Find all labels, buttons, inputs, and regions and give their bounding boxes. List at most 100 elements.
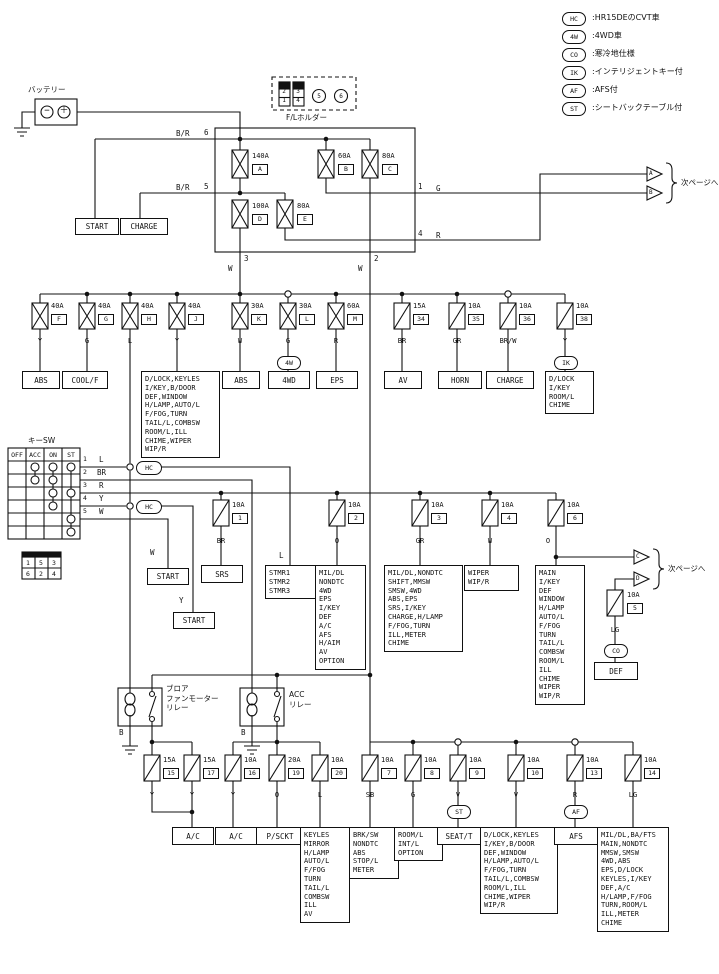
load-av: AV: [384, 371, 422, 389]
fl-out1-color: G: [436, 184, 441, 193]
load-cool-f: COOL/F: [62, 371, 108, 389]
legend-desc-hc: :HR15DEのCVT車: [592, 13, 660, 22]
load-afs: AFS: [554, 827, 598, 845]
fuse-35-id: 35: [468, 314, 484, 325]
fl-link-a-id: A: [252, 164, 268, 175]
wire-35-color: GR: [452, 337, 462, 345]
legend-desc-ik: :インテリジェントキー付: [592, 67, 683, 76]
load-eps: EPS: [316, 371, 358, 389]
fuse-3-amp: 10A: [431, 501, 444, 509]
wire-br5-color: B/R: [176, 183, 190, 192]
next-page-arrow-b: B: [649, 189, 653, 196]
fuse-5-amp: 10A: [627, 591, 640, 599]
fl-pin-1: 1: [282, 97, 286, 104]
wire-br5-num: 5: [204, 182, 209, 191]
fuse-7-id: 7: [381, 768, 397, 779]
fl-link-c-id: C: [382, 164, 398, 175]
fuse-f-amp: 40A: [51, 302, 64, 310]
next-page-arrow-a: A: [649, 170, 653, 177]
fl-pin-5: 5: [317, 93, 321, 100]
wire-36-color: BR/W: [499, 337, 517, 345]
acc-relay-label: ACC リレー: [289, 690, 312, 709]
option-oval-4w: 4W: [277, 356, 301, 370]
wire-5-color: LG: [610, 626, 620, 634]
fuse-4-id: 4: [501, 513, 517, 524]
legend-tag-hc: HC: [562, 12, 586, 26]
fuse-j-id: J: [188, 314, 204, 325]
fuse-34-id: 34: [413, 314, 429, 325]
keyswitch-pin-1: 1: [26, 559, 30, 567]
fuse-34-amp: 15A: [413, 302, 426, 310]
fuse-17-amp: 15A: [203, 756, 216, 764]
next-page-label-1: 次ページへ: [681, 178, 719, 187]
wire-k-color: W: [237, 337, 243, 345]
load-list-j: D/LOCK,KEYLES I/KEY,B/DOOR DEF,WINDOW H/…: [141, 371, 220, 459]
fuse-20-id: 20: [331, 768, 347, 779]
load-start-1: START: [75, 218, 119, 235]
wire-br6-num: 6: [204, 128, 209, 137]
load-psckt: P/SCKT: [256, 827, 304, 845]
wire-g-color: G: [84, 337, 90, 345]
fuse-10-amp: 10A: [527, 756, 540, 764]
fuse-m-amp: 60A: [347, 302, 360, 310]
legend-tag-4w: 4W: [562, 30, 586, 44]
keyswitch-wire2-color: BR: [97, 468, 107, 477]
keyswitch-wire4-color: Y: [99, 494, 104, 503]
keyswitch-col-acc: ACC: [29, 451, 41, 459]
fuse-38-amp: 10A: [576, 302, 589, 310]
wire-m-color: R: [333, 337, 339, 345]
fuse-9-id: 9: [469, 768, 485, 779]
blower-relay-ground-wire: B: [119, 728, 124, 737]
fl-link-e-amp: 80A: [297, 202, 310, 210]
fuse-g-id: G: [98, 314, 114, 325]
keyswitch-wire3-num: 3: [83, 481, 87, 489]
fuse-h-id: H: [141, 314, 157, 325]
fuse-l-id: L: [299, 314, 315, 325]
wire-br6-color: B/R: [176, 129, 190, 138]
wire-h-color: L: [127, 337, 133, 345]
load-4wd: 4WD: [268, 371, 310, 389]
option-oval-ik: IK: [554, 356, 578, 370]
fuse-g-amp: 40A: [98, 302, 111, 310]
fuse-7-amp: 10A: [381, 756, 394, 764]
fl-link-c-amp: 80A: [382, 152, 395, 160]
fl-out2-num: 2: [374, 254, 379, 263]
fuse-38-id: 38: [576, 314, 592, 325]
wire-9-color: V: [455, 791, 461, 799]
keyswitch-pin-6: 6: [26, 570, 30, 578]
wire-f-color: Y: [37, 337, 43, 345]
load-start-2: START: [147, 568, 189, 585]
wire-13-color: R: [572, 791, 578, 799]
fuse-15-id: 15: [163, 768, 179, 779]
battery-label: バッテリー: [28, 85, 66, 94]
keyswitch-wire1-num: 1: [83, 455, 87, 463]
fl-out2-color: W: [358, 264, 363, 273]
acc-relay-ground-wire: B: [241, 728, 246, 737]
fuse-k-id: K: [251, 314, 267, 325]
keyswitch-title: キーSW: [28, 436, 56, 445]
fl-pin-4: 4: [296, 97, 300, 104]
keyswitch-wire4-num: 4: [83, 494, 87, 502]
fuse-19-id: 19: [288, 768, 304, 779]
keyswitch-col-st: ST: [67, 451, 75, 459]
fuse-14-amp: 10A: [644, 756, 657, 764]
wire-1-color: BR: [216, 537, 226, 545]
fuse-8-amp: 10A: [424, 756, 437, 764]
wire-y-start-label: Y: [179, 596, 184, 605]
load-abs-1: ABS: [22, 371, 60, 389]
fuse-l-amp: 30A: [299, 302, 312, 310]
wire-17-color: Y: [189, 791, 195, 799]
battery-minus-terminal: −: [44, 106, 50, 116]
next-page-label-2: 次ページへ: [668, 564, 706, 573]
wire-16-color: Y: [230, 791, 236, 799]
load-ac-1: A/C: [172, 827, 214, 845]
fl-out1-num: 1: [418, 182, 423, 191]
fl-pin-3: 3: [296, 88, 300, 95]
keyswitch-col-on: ON: [49, 451, 57, 459]
wire-15-color: Y: [149, 791, 155, 799]
wire-l-stmr-label: L: [279, 551, 284, 560]
fl-out4-num: 4: [418, 229, 423, 238]
load-list-fuse2: MIL/DL NONDTC 4WD EPS I/KEY DEF A/C AFS …: [315, 565, 366, 670]
fuse-2-amp: 10A: [348, 501, 361, 509]
